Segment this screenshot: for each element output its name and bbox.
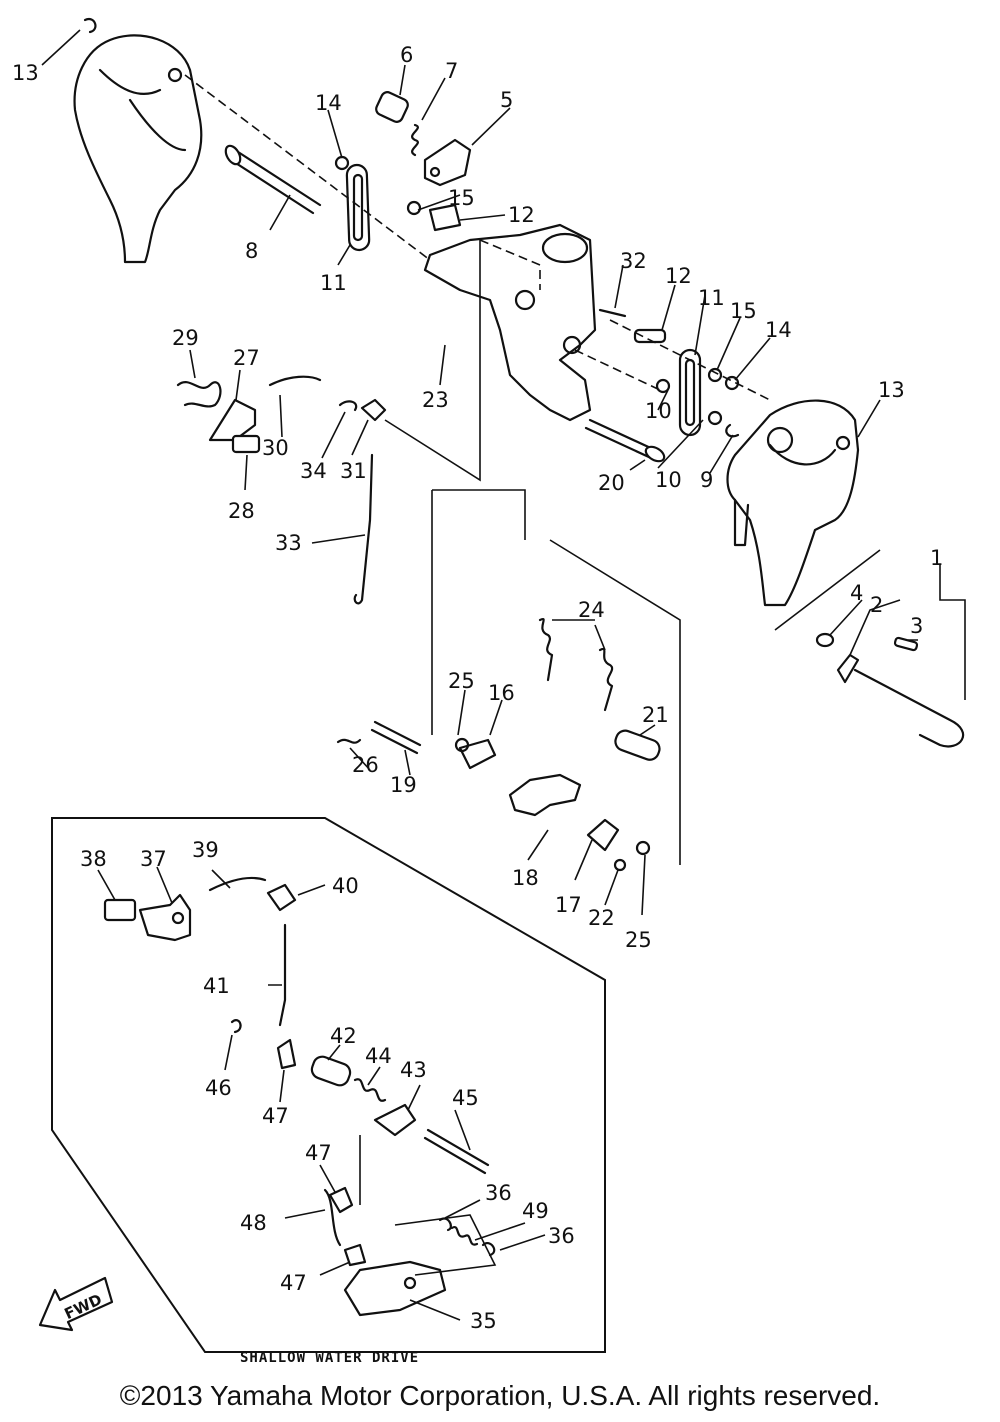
shallow-water-drive-inset — [38, 817, 606, 1353]
callout: 36 — [485, 1181, 512, 1205]
callout: 37 — [140, 847, 167, 871]
callout: 23 — [422, 388, 449, 412]
callout: 26 — [352, 753, 379, 777]
callout: 25 — [448, 669, 475, 693]
callout: 41 — [203, 974, 230, 998]
tilt-lever-group — [774, 549, 965, 748]
center-link-group — [336, 489, 681, 872]
callout: 4 — [850, 581, 863, 605]
callout: 2 — [870, 593, 883, 617]
callout: 13 — [12, 61, 39, 85]
callout: 38 — [80, 847, 107, 871]
callout: 15 — [730, 299, 757, 323]
callout: 12 — [665, 264, 692, 288]
inset-caption: SHALLOW WATER DRIVE — [240, 1350, 419, 1366]
leader-lines — [41, 29, 966, 1321]
callout: 1 — [930, 546, 943, 570]
callout: 25 — [625, 928, 652, 952]
callout: 17 — [555, 893, 582, 917]
callout: 3 — [910, 614, 923, 638]
callout: 47 — [262, 1104, 289, 1128]
top-small-parts — [184, 74, 472, 261]
callout: 48 — [240, 1211, 267, 1235]
fwd-arrow-icon — [38, 1276, 114, 1332]
callout: 42 — [330, 1024, 357, 1048]
callout: 46 — [205, 1076, 232, 1100]
callout: 34 — [300, 459, 327, 483]
callout: 31 — [340, 459, 367, 483]
callout: 9 — [700, 468, 713, 492]
callout: 18 — [512, 866, 539, 890]
callout: 8 — [245, 239, 258, 263]
callout: 20 — [598, 471, 625, 495]
callout: 33 — [275, 531, 302, 555]
callout: 24 — [578, 598, 605, 622]
callout: 13 — [878, 378, 905, 402]
copyright-notice: ©2013 Yamaha Motor Corporation, U.S.A. A… — [119, 1380, 881, 1411]
callout: 12 — [508, 203, 535, 227]
right-hardware — [574, 308, 771, 463]
link-plate-left — [345, 163, 371, 252]
left-clamp-bracket — [73, 17, 203, 264]
callout: 45 — [452, 1086, 479, 1110]
callout: 6 — [400, 43, 413, 67]
callout: 43 — [400, 1058, 427, 1082]
callout: 39 — [192, 838, 219, 862]
callout: 40 — [332, 874, 359, 898]
left-lever-group — [176, 240, 481, 605]
callout: 15 — [448, 186, 475, 210]
tilt-pin — [224, 144, 322, 215]
callout: 32 — [620, 249, 647, 273]
callout: 10 — [655, 468, 682, 492]
callout: 10 — [645, 399, 672, 423]
right-clamp-bracket — [726, 399, 860, 607]
callout: 47 — [280, 1271, 307, 1295]
callout: 49 — [522, 1199, 549, 1223]
callout: 19 — [390, 773, 417, 797]
callout: 27 — [233, 346, 260, 370]
callout: 22 — [588, 906, 615, 930]
callout: 21 — [642, 703, 669, 727]
callout: 14 — [765, 318, 792, 342]
callout: 16 — [488, 681, 515, 705]
callout: 11 — [320, 271, 347, 295]
callout: 28 — [228, 499, 255, 523]
callout-labels: 1 2 3 4 5 6 7 8 9 10 10 11 11 12 12 13 1… — [12, 43, 943, 1333]
callout: 44 — [365, 1044, 392, 1068]
callout: 11 — [698, 286, 725, 310]
callout: 30 — [262, 436, 289, 460]
callout: 7 — [445, 59, 458, 83]
callout: 5 — [500, 88, 513, 112]
link-plate-right — [678, 348, 702, 437]
callout: 14 — [315, 91, 342, 115]
callout: 36 — [548, 1224, 575, 1248]
callout: 47 — [305, 1141, 332, 1165]
callout: 29 — [172, 326, 199, 350]
callout: 35 — [470, 1309, 497, 1333]
swivel-bracket — [423, 223, 597, 422]
